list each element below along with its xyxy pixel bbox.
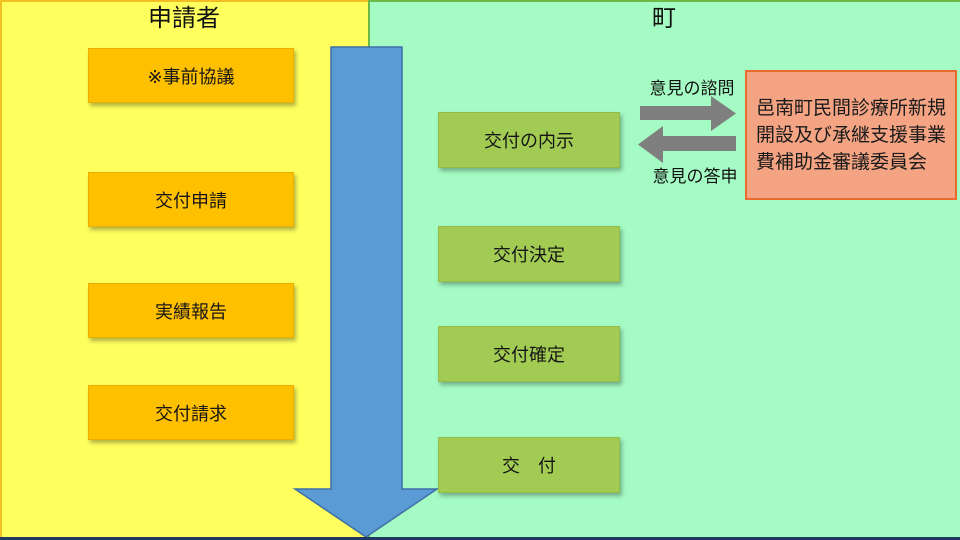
town-step-grant-delivery: 交 付 [438, 437, 620, 493]
committee-name-line: 開設及び承継支援事業 [756, 123, 947, 146]
applicant-panel-title: 申請者 [148, 4, 220, 32]
applicant-step-grant-application: 交付申請 [88, 172, 294, 227]
committee-name-line: 費補助金審議委員会 [756, 150, 928, 173]
applicant-step-grant-claim: 交付請求 [88, 385, 294, 440]
committee-name-line: 邑南町民間診療所新規 [756, 96, 947, 119]
step-label: ※事前協議 [147, 66, 235, 88]
applicant-step-preliminary-consultation: ※事前協議 [88, 48, 294, 103]
step-label: 交付申請 [155, 190, 227, 212]
town-step-grant-confirmation: 交付確定 [438, 326, 620, 382]
applicant-step-performance-report: 実績報告 [88, 283, 294, 338]
step-label: 交付確定 [493, 345, 565, 366]
town-panel-title: 町 [652, 4, 676, 32]
step-label: 実績報告 [155, 301, 227, 323]
step-label: 交付の内示 [484, 131, 574, 152]
town-step-grant-decision: 交付決定 [438, 226, 620, 282]
step-label: 交付請求 [155, 403, 227, 425]
step-label: 交 付 [502, 456, 556, 477]
committee-box: 邑南町民間診療所新規 開設及び承継支援事業 費補助金審議委員会 [745, 70, 957, 200]
consult-arrow-label: 意見の諮問 [649, 79, 735, 99]
town-step-grant-preliminary-notice: 交付の内示 [438, 112, 620, 168]
bottom-border-bar [0, 537, 960, 540]
step-label: 交付決定 [493, 245, 565, 266]
reply-arrow-label: 意見の答申 [652, 167, 738, 187]
